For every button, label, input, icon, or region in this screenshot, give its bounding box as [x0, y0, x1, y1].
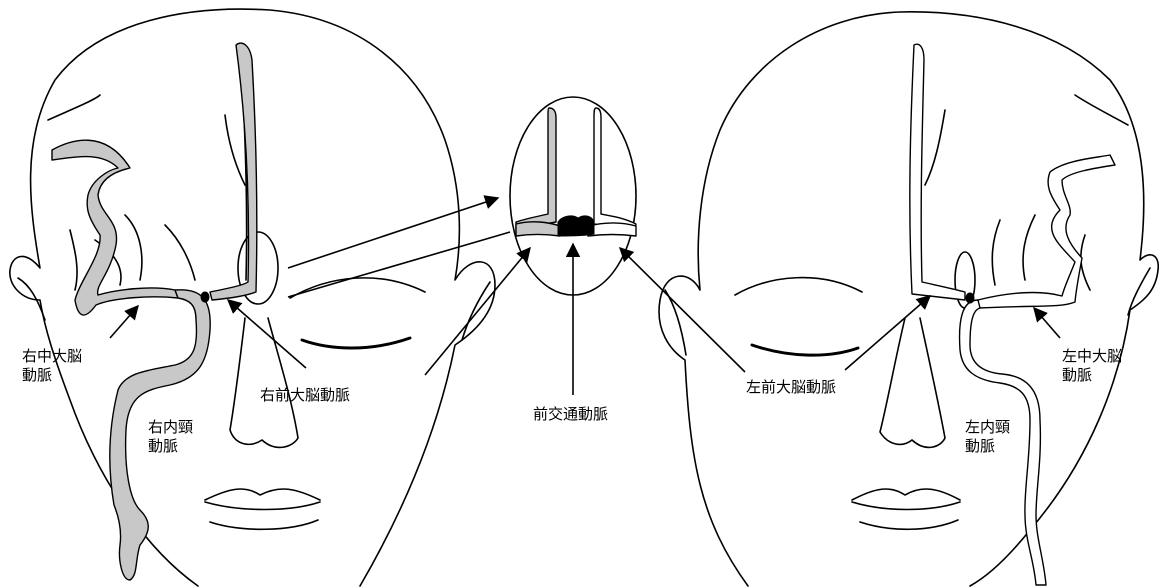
label-right-aca-text: 右前大脳動脈 — [260, 386, 350, 405]
brain-fold-left-1 — [48, 95, 100, 120]
label-left-mca: 左中大脳 動脈 — [1062, 347, 1122, 385]
eye-right-head — [752, 345, 858, 355]
right-head-drawing — [10, 9, 495, 586]
ear-right-left — [462, 282, 490, 340]
label-left-mca-line2: 動脈 — [1062, 366, 1122, 385]
label-acom: 前交通動脈 — [533, 405, 608, 424]
brain-fold-left-3 — [125, 215, 142, 280]
arrow-left-mca — [1034, 308, 1060, 338]
brain-fold-right-1 — [1075, 95, 1128, 125]
brain-fold-right-3 — [1023, 215, 1035, 280]
brain-fold-left-4 — [165, 225, 195, 280]
label-left-ica-line2: 動脈 — [965, 437, 1010, 456]
arrow-right-mca — [110, 306, 138, 338]
mouth-upper-right — [852, 489, 960, 500]
label-left-aca: 左前大脳動脈 — [746, 378, 836, 397]
mouth-upper-left — [205, 489, 320, 500]
inset-acom — [558, 216, 594, 236]
left-mca-artery — [978, 155, 1115, 308]
head-outline-right — [659, 12, 1158, 586]
brain-fold-left-5 — [70, 230, 77, 290]
inset-pointer-arrow — [288, 198, 498, 268]
label-left-mca-line1: 左中大脳 — [1062, 347, 1122, 366]
label-acom-text: 前交通動脈 — [533, 405, 608, 424]
label-left-ica: 左内頸 動脈 — [965, 418, 1010, 456]
nose-left-head — [230, 318, 298, 447]
label-left-aca-text: 左前大脳動脈 — [746, 378, 836, 397]
inset-left-aca — [594, 108, 636, 234]
chin-line-left — [210, 520, 318, 529]
label-right-ica: 右内頸 動脈 — [148, 418, 193, 456]
inset-right-a1 — [516, 222, 560, 236]
brain-fold-right-2 — [992, 220, 1000, 285]
ear-left-right — [665, 290, 686, 355]
arrow-right-aca-inset — [425, 248, 530, 375]
brain-fold-left-6 — [225, 115, 245, 185]
brain-fold-right-4 — [1081, 235, 1090, 290]
label-left-ica-line1: 左内頸 — [965, 418, 1010, 437]
label-right-mca: 右中大脳 動脈 — [22, 347, 82, 385]
inset-right-aca — [516, 108, 556, 232]
right-aca-artery — [210, 43, 257, 300]
eyebrow-left-head — [290, 278, 425, 298]
chin-line-right — [860, 520, 958, 529]
label-right-mca-line1: 右中大脳 — [22, 347, 82, 366]
left-carotid-dot — [966, 293, 974, 303]
brain-fold-right-5 — [925, 110, 945, 185]
inset-left-a1 — [588, 223, 636, 236]
label-right-ica-line2: 動脈 — [148, 437, 193, 456]
arrow-left-aca-inset — [620, 248, 745, 372]
arrow-left-aca — [845, 296, 930, 370]
mouth-lower-left — [205, 502, 320, 510]
label-right-mca-line2: 動脈 — [22, 366, 82, 385]
label-right-aca: 右前大脳動脈 — [260, 386, 350, 405]
left-head-drawing — [659, 12, 1158, 586]
right-carotid-dot — [201, 292, 209, 302]
mouth-lower-right — [852, 502, 960, 510]
eyebrow-right-head — [735, 278, 862, 295]
right-mca-artery — [52, 140, 178, 315]
eye-left-head — [302, 338, 410, 348]
ear-right-right — [1128, 268, 1150, 315]
nose-right-head — [880, 318, 945, 447]
label-right-ica-line1: 右内頸 — [148, 418, 193, 437]
inset-pointer-line — [288, 232, 510, 297]
